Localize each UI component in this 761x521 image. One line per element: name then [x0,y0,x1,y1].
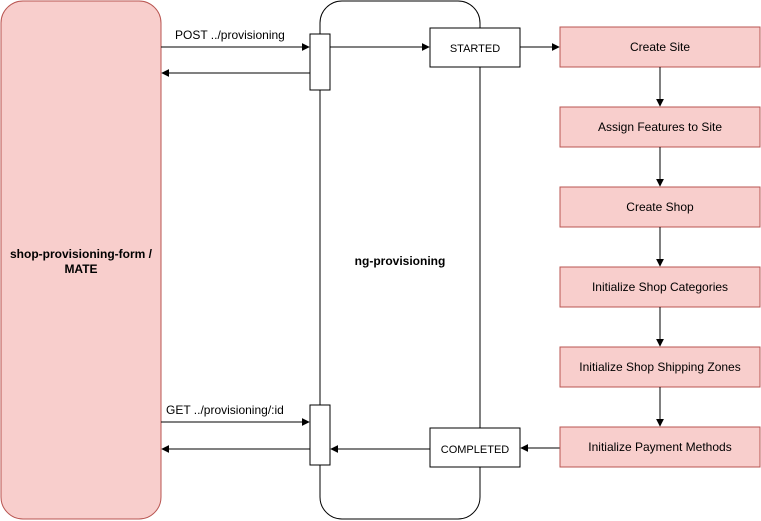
client-swimlane: shop-provisioning-form / MATE [0,0,162,520]
step-label: Initialize Payment Methods [588,440,731,454]
step-label: Create Site [630,40,690,54]
step-label: Initialize Shop Shipping Zones [579,360,740,374]
post-activation-bar [309,33,331,91]
step-box [559,266,761,308]
step-box [559,346,761,388]
completed-label: COMPLETED [441,444,510,456]
started-box [429,27,521,68]
completed-box [429,427,521,468]
state-completed: COMPLETED [429,427,521,468]
client-label-line-2: MATE [64,262,97,276]
post-exchange: POST ../provisioning [161,28,430,77]
started-label: STARTED [450,43,500,55]
post-request-label: POST ../provisioning [175,28,285,42]
get-activation-bar [309,404,331,466]
get-exchange: GET ../provisioning/:id [161,403,310,453]
client-lane-box [0,0,162,520]
service-label: ng-provisioning [355,254,446,268]
service-lane-box [319,0,481,520]
step-box [559,106,761,148]
get-request-label: GET ../provisioning/:id [166,403,284,417]
step-box [559,426,761,468]
state-started: STARTED [429,27,521,68]
service-swimlane: ng-provisioning [319,0,481,520]
client-label-line-1: shop-provisioning-form / [10,247,153,261]
step-label: Initialize Shop Categories [592,280,728,294]
step-label: Assign Features to Site [598,120,722,134]
step-label: Create Shop [626,200,694,214]
